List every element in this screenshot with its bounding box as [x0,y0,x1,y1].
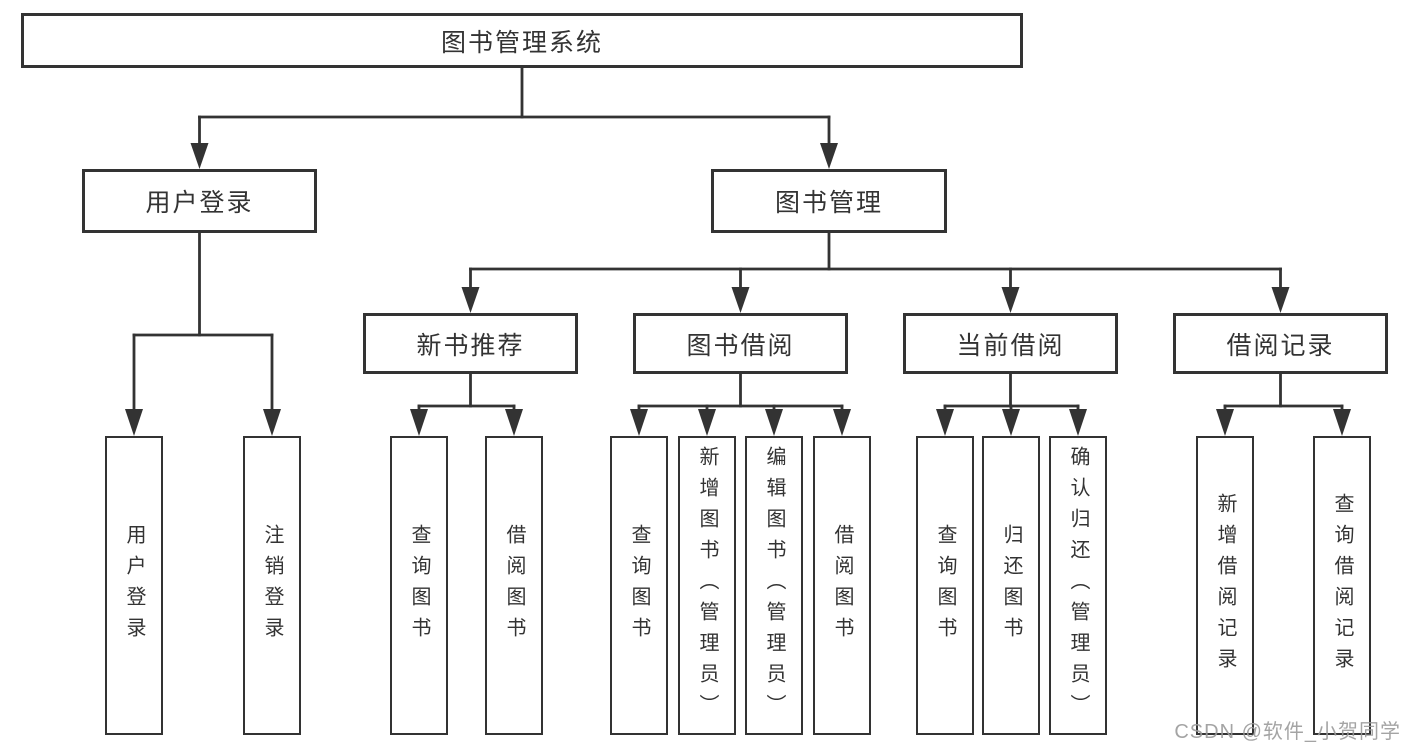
node-label: 用户登录 [123,523,145,648]
node-label: 编辑图书（管理员） [763,446,785,725]
node-label: 用户登录 [145,189,254,217]
node-label: 当前借阅 [956,331,1065,360]
node-label: 图书管理 [774,189,883,217]
node-leaf-add-borrow-record: 新增借阅记录 [1196,436,1254,735]
node-label: 图书管理系统 [440,28,603,57]
node-label: 借阅图书 [503,523,525,648]
node-user-login: 用户登录 [82,169,317,233]
node-label: 新增借阅记录 [1214,492,1236,679]
node-label: 查询图书 [934,523,956,648]
node-label: 确认归还（管理员） [1067,446,1089,725]
node-leaf-query-books-recommend: 查询图书 [390,436,448,735]
node-leaf-return-book: 归还图书 [982,436,1040,735]
node-label: 图书借阅 [686,331,795,360]
node-leaf-logout: 注销登录 [243,436,301,735]
csdn-watermark: CSDN @软件_小贺同学 [1174,721,1401,743]
node-new-book-recommendation: 新书推荐 [363,313,578,374]
node-book-management: 图书管理 [711,169,947,233]
node-leaf-add-book-admin: 新增图书（管理员） [678,436,736,735]
node-leaf-user-login: 用户登录 [105,436,163,735]
node-leaf-query-borrow-record: 查询借阅记录 [1313,436,1371,735]
node-label: 借阅记录 [1226,331,1335,360]
node-leaf-query-books-borrowing: 查询图书 [610,436,668,735]
node-label: 借阅图书 [831,523,853,648]
node-leaf-edit-book-admin: 编辑图书（管理员） [745,436,803,735]
node-leaf-query-books-current: 查询图书 [916,436,974,735]
node-library-system: 图书管理系统 [21,13,1023,68]
node-leaf-borrow-books-recommend: 借阅图书 [485,436,543,735]
node-leaf-confirm-return-admin: 确认归还（管理员） [1049,436,1107,735]
node-label: 新书推荐 [416,331,525,360]
node-label: 注销登录 [261,523,283,648]
node-current-borrowing: 当前借阅 [903,313,1118,374]
node-borrowing-records: 借阅记录 [1173,313,1388,374]
node-label: 新增图书（管理员） [696,446,718,725]
node-label: 查询借阅记录 [1331,492,1353,679]
node-label: 查询图书 [628,523,650,648]
node-book-borrowing: 图书借阅 [633,313,848,374]
node-label: 查询图书 [408,523,430,648]
node-label: 归还图书 [1000,523,1022,648]
node-leaf-borrow-books-borrowing: 借阅图书 [813,436,871,735]
